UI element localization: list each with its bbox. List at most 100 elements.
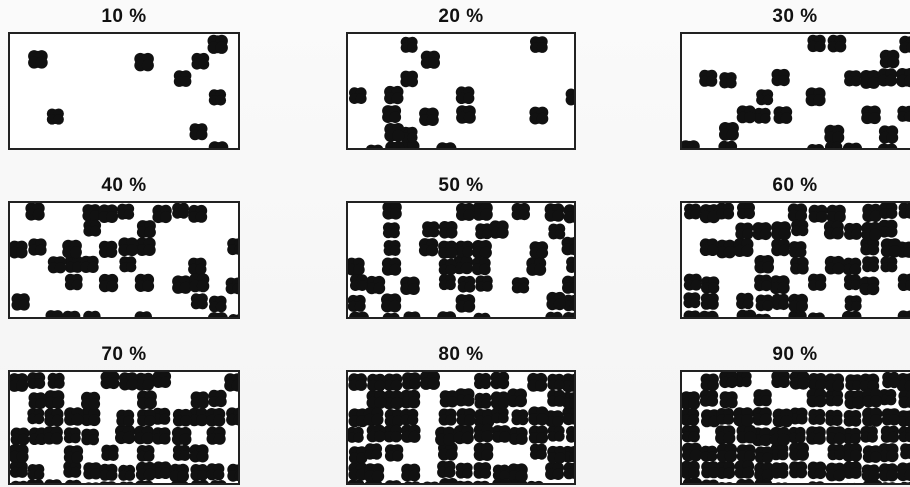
coverage-blob [226,407,238,425]
coverage-blob [118,482,135,484]
coverage-blob [825,390,843,407]
blob-field [10,203,238,317]
coverage-blob [44,408,63,426]
coverage-blob [770,275,790,294]
coverage-blob [844,223,862,240]
coverage-blob [206,463,224,480]
coverage-blob [824,125,844,144]
coverage-blob [771,221,791,240]
coverage-blob [566,89,574,106]
coverage-blob [474,462,492,479]
coverage-blob [190,464,208,481]
coverage-blob [83,462,101,479]
panel-cell: 50 % [346,175,576,323]
coverage-blob [191,293,208,309]
coverage-blob [716,203,734,220]
coverage-blob [808,409,825,425]
coverage-blob [401,37,418,53]
coverage-blob [381,293,401,312]
coverage-blob [844,274,861,290]
coverage-blob [682,461,700,479]
coverage-blob [384,240,401,256]
coverage-blob [545,462,564,480]
coverage-blob [507,388,527,407]
blob-field [10,372,238,483]
coverage-blob [737,425,757,444]
panel-cell: 80 % [346,344,576,487]
coverage-blob [684,204,701,220]
coverage-blob [101,445,118,461]
coverage-blob [842,443,862,462]
coverage-blob [382,258,401,276]
coverage-blob [825,142,842,148]
coverage-blob [63,461,81,478]
coverage-blob [878,68,897,86]
coverage-blob [789,442,809,461]
panel-cell: 20 % [346,6,576,154]
coverage-blob [98,204,118,223]
coverage-blob [682,425,700,442]
panel-cell: 30 % [680,6,910,154]
coverage-blob [364,463,384,482]
coverage-blob [28,238,46,255]
coverage-blob [530,444,547,460]
coverage-blob [116,410,134,427]
coverage-blob [754,462,774,481]
coverage-blob [348,373,367,391]
coverage-blob [788,427,805,443]
coverage-blob [172,427,192,446]
coverage-blob [475,275,492,291]
coverage-blob [421,51,440,69]
coverage-blob [207,427,226,445]
coverage-blob [420,372,440,390]
coverage-blob [48,256,66,273]
coverage-blob [562,237,575,256]
coverage-blob [719,372,738,388]
coverage-blob [526,257,546,276]
coverage-blob [756,89,773,105]
coverage-blob [454,425,474,444]
coverage-blob [508,463,528,482]
coverage-blob [806,87,826,106]
coverage-blob [771,462,788,478]
coverage-blob [349,312,369,318]
coverage-blob [208,312,228,317]
coverage-blob [753,389,771,406]
coverage-blob [209,141,229,148]
coverage-blob [402,481,422,483]
coverage-blob [64,407,84,426]
coverage-blob [878,443,898,462]
coverage-blob [862,389,882,408]
coverage-blob [773,482,790,483]
coverage-blob [860,70,880,89]
coverage-blob [364,407,384,426]
coverage-blob [385,409,404,427]
coverage-blob [135,311,152,317]
coverage-blob [898,310,910,317]
coverage-blob [48,373,65,389]
coverage-blob [898,390,910,408]
coverage-blob [809,205,828,223]
coverage-blob [718,141,737,148]
coverage-blob [862,204,881,222]
coverage-blob [698,311,718,317]
coverage-blob [83,311,100,317]
coverage-blob [438,241,457,259]
coverage-blob [789,241,807,258]
coverage-blob [439,274,456,290]
coverage-blob [81,429,99,446]
coverage-blob [101,372,120,389]
coverage-blob [439,221,458,239]
coverage-blob [562,276,574,294]
coverage-blob [43,426,63,445]
coverage-blob [137,409,155,426]
coverage-blob [228,314,238,317]
coverage-blob [64,427,81,443]
coverage-blob [562,312,574,317]
coverage-blob [529,107,548,125]
coverage-blob [81,392,100,410]
coverage-blob [208,390,226,407]
coverage-blob [790,257,809,275]
coverage-blob [62,240,82,258]
